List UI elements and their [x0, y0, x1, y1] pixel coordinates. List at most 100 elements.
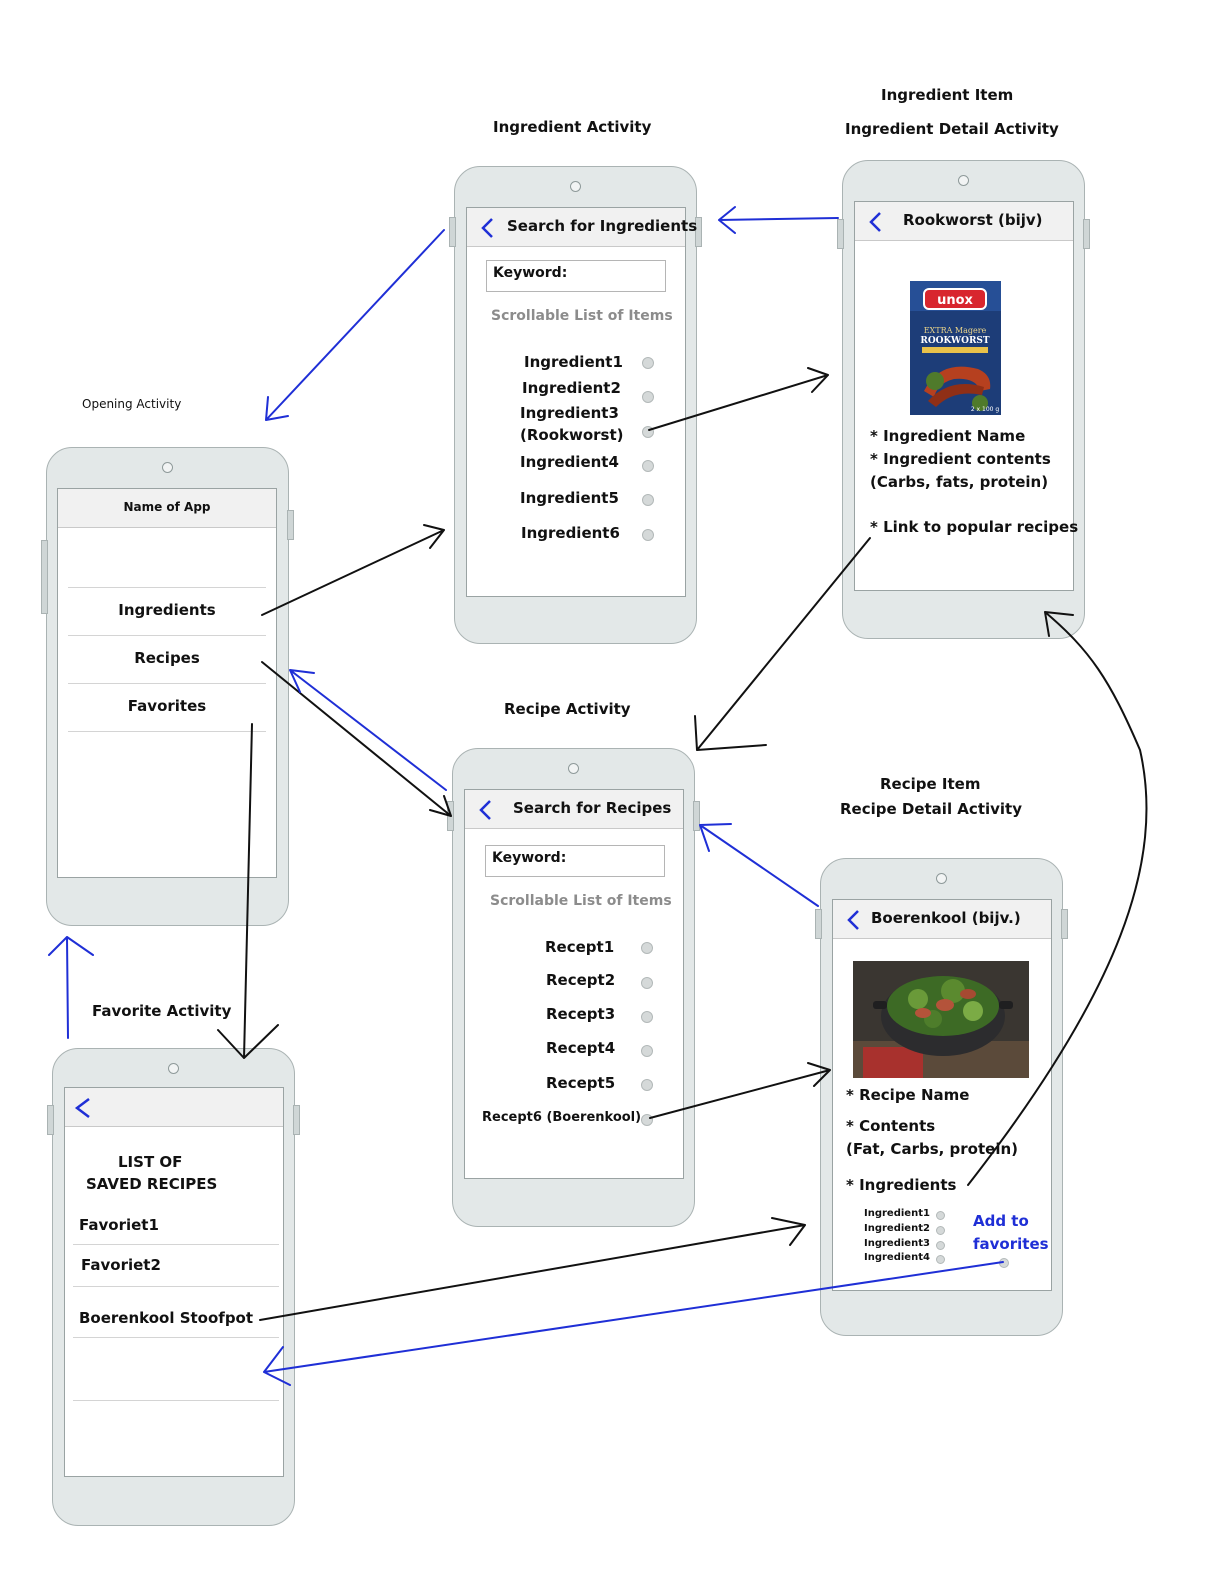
- phone-favorite-activity: LIST OF SAVED RECIPES Favoriet1 Favoriet…: [47, 1048, 300, 1526]
- recipe-detail-screen: Boerenkool (bijv.) * Recipe Name * Conte…: [832, 899, 1052, 1291]
- arrow-detail-to-ingredients: [718, 206, 839, 234]
- recipe-detail-title: Boerenkool (bijv.): [871, 909, 1021, 927]
- camera-icon: [935, 873, 947, 884]
- radio-button[interactable]: [936, 1255, 945, 1264]
- list-item[interactable]: Ingredient6: [521, 524, 620, 542]
- radio-button[interactable]: [641, 1079, 653, 1091]
- keyword-input[interactable]: Keyword:: [486, 260, 666, 292]
- favorite-item-label: Boerenkool Stoofpot: [79, 1309, 254, 1327]
- favorite-item[interactable]: Favoriet1: [73, 1206, 279, 1245]
- scrollable-list-label: Scrollable List of Items: [491, 308, 673, 324]
- recipe-ingredient-item: Ingredient1: [864, 1208, 930, 1219]
- arrow-opening-to-ingredients: [261, 524, 445, 616]
- recipe-name-field: * Recipe Name: [846, 1086, 970, 1104]
- radio-button[interactable]: [641, 1011, 653, 1023]
- radio-button[interactable]: [936, 1226, 945, 1235]
- radio-button[interactable]: [642, 494, 654, 506]
- favorite-item-label: Favoriet1: [79, 1216, 159, 1234]
- phone-recipe-detail: Boerenkool (bijv.) * Recipe Name * Conte…: [815, 858, 1068, 1336]
- arrow-ingredients-to-opening: [265, 229, 445, 421]
- recipe-contents-field: * Contents: [846, 1117, 936, 1135]
- recipe-detail-app-bar: Boerenkool (bijv.): [833, 900, 1051, 939]
- list-item[interactable]: Ingredient3: [520, 404, 619, 422]
- arrow-opening-to-recipes: [261, 661, 452, 817]
- list-item[interactable]: Ingredient2: [522, 379, 621, 397]
- favorite-screen: LIST OF SAVED RECIPES Favoriet1 Favoriet…: [64, 1087, 284, 1477]
- radio-button[interactable]: [936, 1211, 945, 1220]
- radio-button[interactable]: [641, 977, 653, 989]
- arrow-recept6-to-detail: [649, 1062, 831, 1119]
- product-line1: EXTRA Magere: [924, 326, 987, 335]
- ingredient-screen-title: Search for Ingredients: [507, 217, 698, 235]
- label-recipe-item: Recipe Item: [880, 775, 981, 793]
- add-to-favorites-line1[interactable]: Add to: [973, 1212, 1029, 1230]
- ingredient-contents-detail: (Carbs, fats, protein): [870, 473, 1049, 491]
- arrow-popular-recipes-to-recipe: [694, 537, 871, 751]
- radio-button[interactable]: [642, 391, 654, 403]
- arrow-favorite-to-recipe-detail: [259, 1217, 806, 1321]
- saved-recipes-heading-1: LIST OF: [118, 1153, 183, 1171]
- ingredient-app-bar: Search for Ingredients: [467, 208, 697, 247]
- keyword-input[interactable]: Keyword:: [485, 845, 665, 877]
- favorite-item-label: Favoriet2: [81, 1256, 161, 1274]
- camera-icon: [161, 462, 173, 473]
- recipe-screen: Search for Recipes Keyword: Scrollable L…: [464, 789, 684, 1179]
- back-arrow-icon[interactable]: [863, 209, 889, 235]
- boerenkool-dish-image: [853, 961, 1029, 1078]
- arrow-recipes-to-opening: [289, 669, 447, 791]
- recipe-screen-title: Search for Recipes: [513, 799, 672, 817]
- favorite-item[interactable]: Boerenkool Stoofpot: [73, 1287, 279, 1338]
- arrow-opening-to-favorites: [217, 723, 279, 1059]
- menu-item-recipes[interactable]: Recipes: [68, 635, 266, 683]
- label-opening-activity: Opening Activity: [82, 397, 182, 411]
- ingredient-name-field: * Ingredient Name: [870, 427, 1026, 445]
- radio-button[interactable]: [642, 357, 654, 369]
- back-arrow-icon[interactable]: [473, 797, 499, 823]
- list-item[interactable]: Recept2: [546, 971, 616, 989]
- radio-button[interactable]: [641, 1045, 653, 1057]
- popular-recipes-link[interactable]: * Link to popular recipes: [870, 518, 1079, 536]
- list-item[interactable]: Ingredient4: [520, 453, 619, 471]
- list-item[interactable]: Recept4: [546, 1039, 616, 1057]
- list-item[interactable]: Recept6 (Boerenkool): [482, 1110, 642, 1125]
- add-to-favorites-line2[interactable]: favorites: [973, 1235, 1049, 1253]
- list-item[interactable]: Recept5: [546, 1074, 616, 1092]
- favorite-item-empty: [73, 1338, 279, 1401]
- saved-recipes-heading-2: SAVED RECIPES: [86, 1175, 218, 1193]
- radio-button[interactable]: [642, 460, 654, 472]
- camera-icon: [569, 181, 581, 192]
- radio-button[interactable]: [936, 1241, 945, 1250]
- back-arrow-icon[interactable]: [841, 907, 867, 933]
- arrow-ingredient3-to-detail: [648, 367, 829, 431]
- label-favorite-activity: Favorite Activity: [92, 1002, 232, 1020]
- back-arrow-icon[interactable]: [475, 215, 501, 241]
- ingredient-contents-field: * Ingredient contents: [870, 450, 1051, 468]
- favorite-item[interactable]: Favoriet2: [73, 1245, 279, 1287]
- list-item[interactable]: Recept3: [546, 1005, 616, 1023]
- list-item-sub[interactable]: (Rookworst): [520, 426, 624, 444]
- menu-item-ingredients[interactable]: Ingredients: [68, 587, 266, 635]
- recipe-app-bar: Search for Recipes: [465, 790, 683, 829]
- list-item[interactable]: Ingredient5: [520, 489, 619, 507]
- radio-button[interactable]: [641, 942, 653, 954]
- list-item[interactable]: Recept1: [545, 938, 615, 956]
- label-ingredient-activity: Ingredient Activity: [493, 118, 652, 136]
- recipe-ingredient-item: Ingredient3: [864, 1238, 930, 1249]
- arrow-favorites-to-opening: [48, 936, 94, 1039]
- rookworst-product-image: unox EXTRA Magere ROOKWORST 2 x 100 g: [910, 281, 1001, 415]
- recipe-contents-detail: (Fat, Carbs, protein): [846, 1140, 1019, 1158]
- back-arrow-icon[interactable]: [69, 1095, 95, 1121]
- opening-screen: Name of App Ingredients Recipes Favorite…: [57, 488, 277, 878]
- list-item[interactable]: Ingredient1: [524, 353, 623, 371]
- brand-text: unox: [937, 293, 973, 308]
- label-recipe-detail-activity: Recipe Detail Activity: [840, 800, 1022, 818]
- ingredient-screen: Search for Ingredients Keyword: Scrollab…: [466, 207, 697, 597]
- phone-recipe-activity: Search for Recipes Keyword: Scrollable L…: [447, 748, 700, 1227]
- product-line2: ROOKWORST: [920, 336, 990, 346]
- phone-ingredient-activity: Search for Ingredients Keyword: Scrollab…: [449, 166, 702, 644]
- menu-item-favorites[interactable]: Favorites: [68, 683, 266, 732]
- label-ingredient-detail-activity: Ingredient Detail Activity: [845, 120, 1059, 138]
- radio-button[interactable]: [642, 529, 654, 541]
- opening-app-bar: Name of App: [58, 489, 276, 528]
